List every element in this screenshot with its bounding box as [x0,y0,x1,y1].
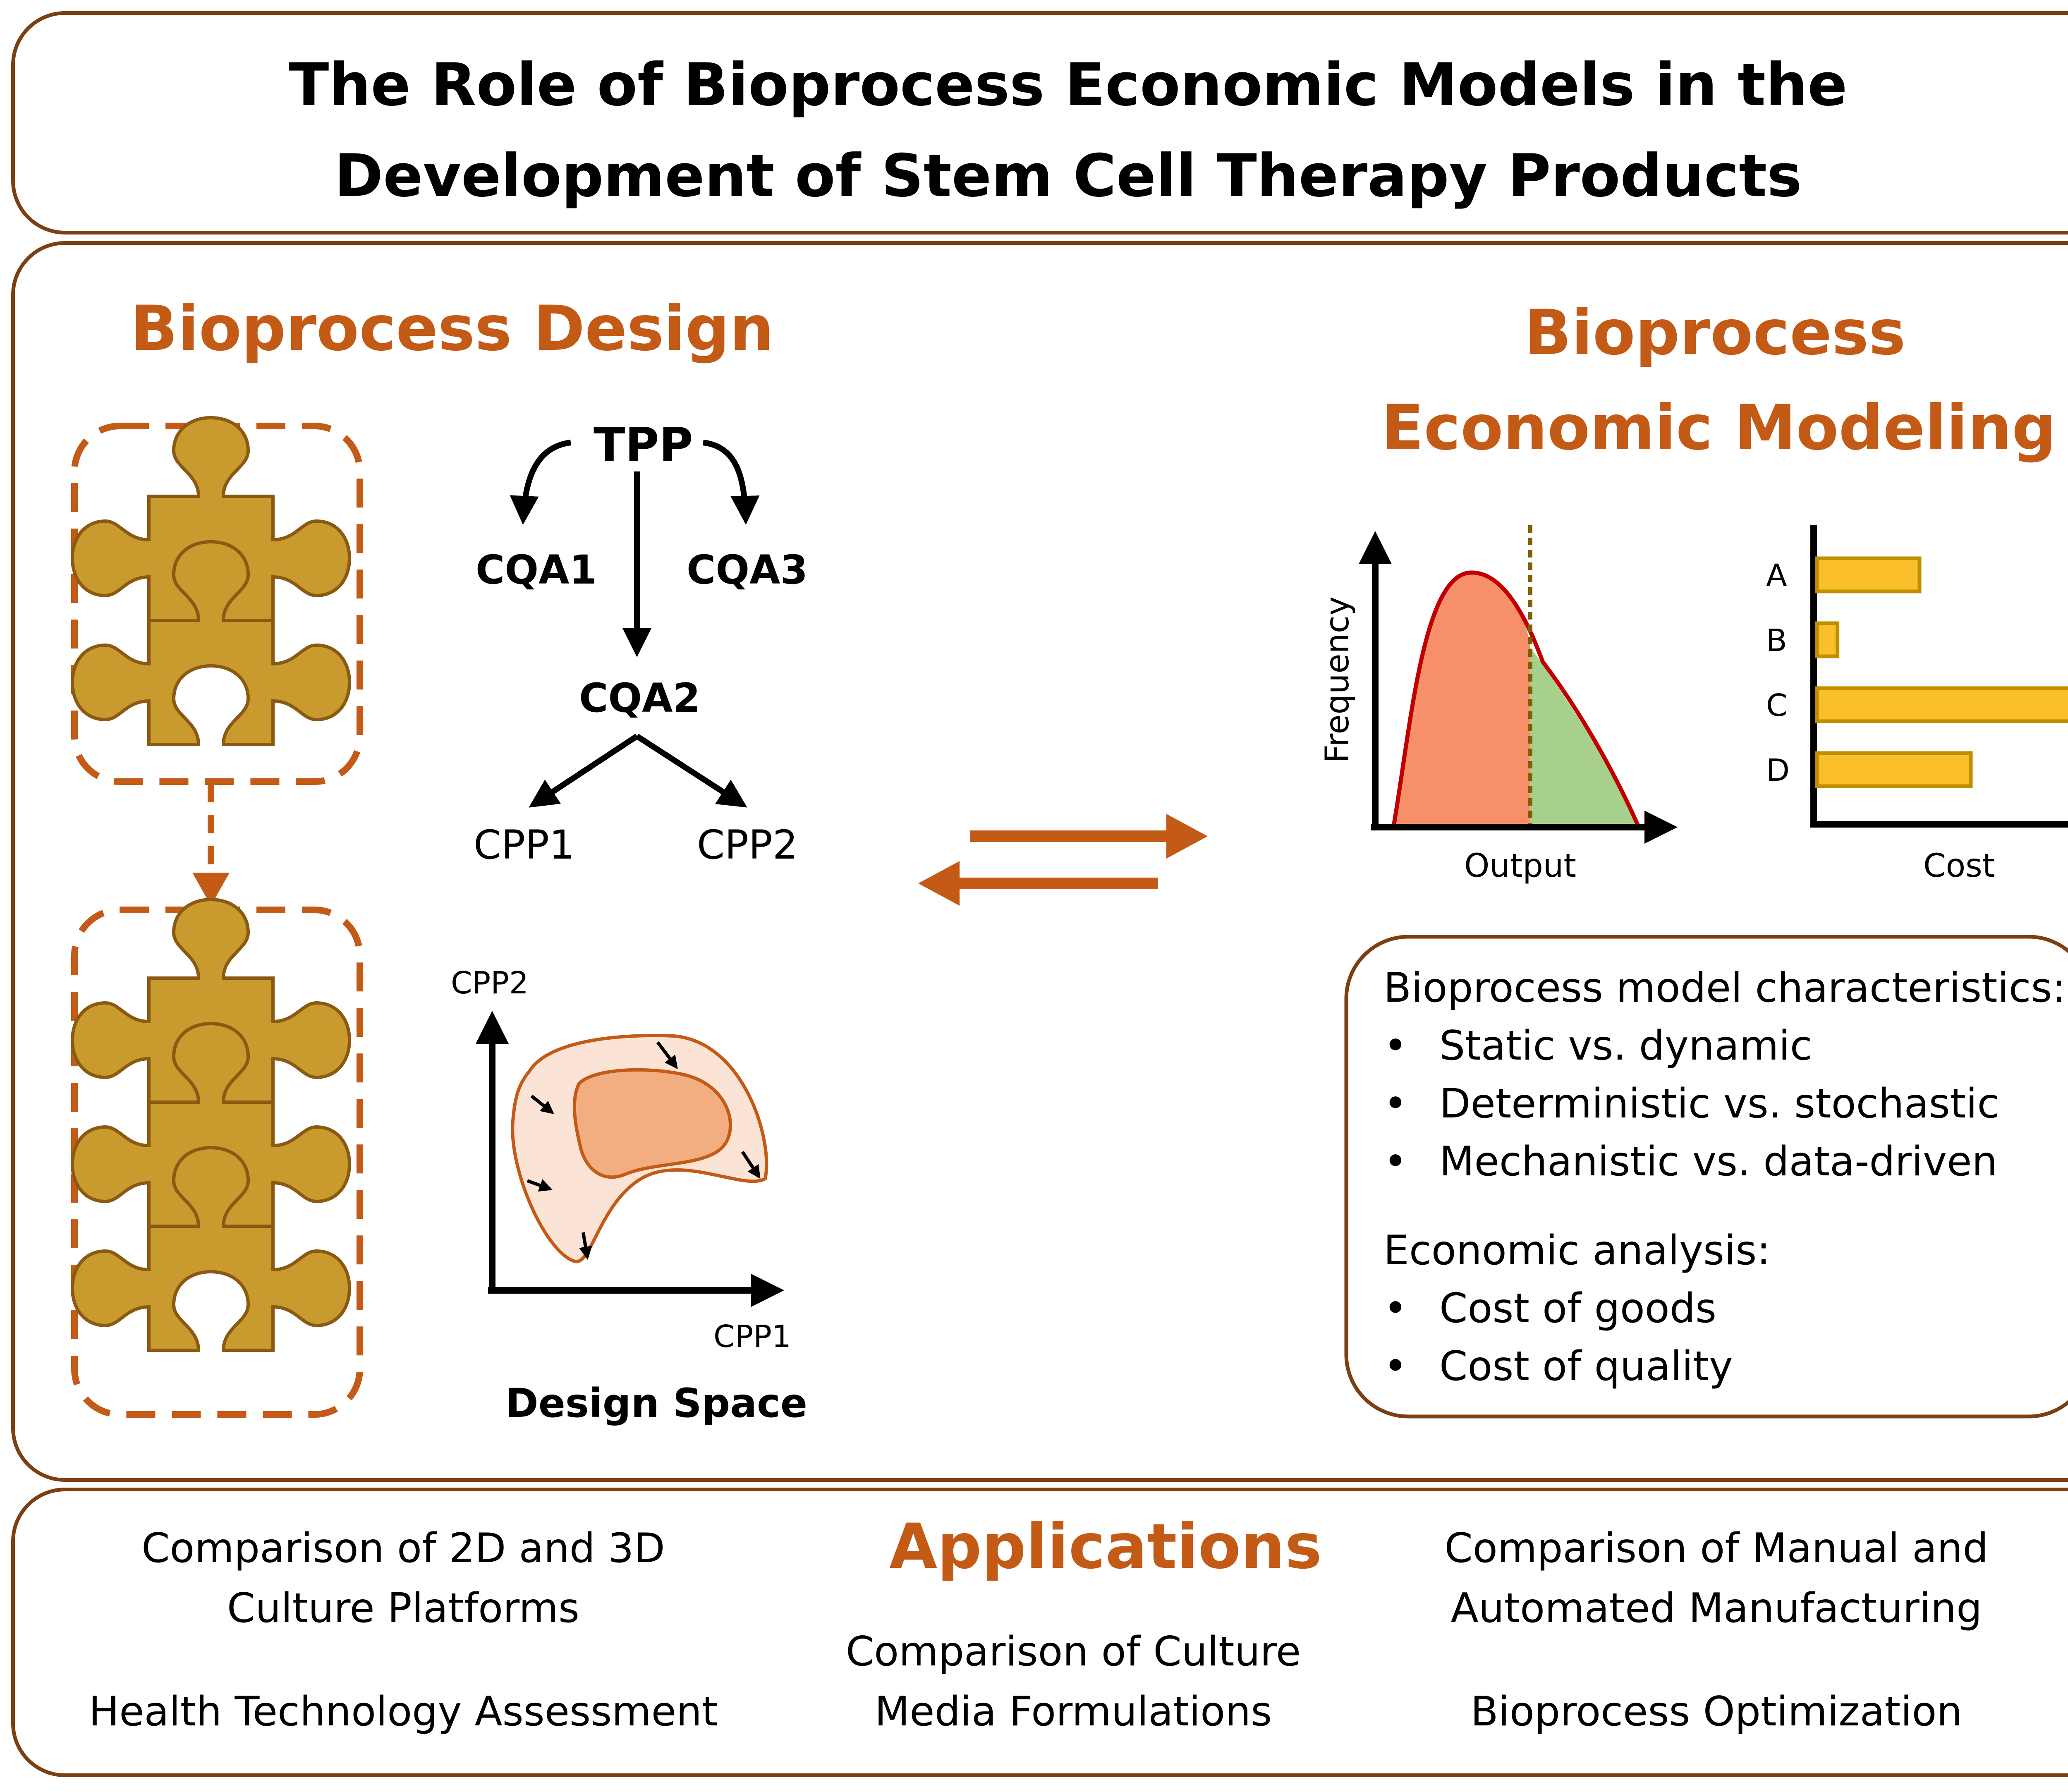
tpp-label: TPP [594,418,693,472]
app-manual-line1: Comparison of Manual and [1444,1525,1989,1572]
cpp2-label: CPP2 [697,822,798,868]
cost-bar-c [1815,686,2068,723]
cpp1-label: CPP1 [474,822,574,868]
analysis-item: Cost of quality [1439,1343,1733,1390]
economic-analysis-header: Economic analysis: [1383,1227,1771,1274]
bullet-icon: • [1383,1285,1407,1332]
cqa3-label: CQA3 [687,547,808,593]
cost-category-label: A [1766,558,1787,593]
app-media-line1: Comparison of Culture [845,1628,1301,1675]
cost-category-label: C [1766,688,1788,723]
cost-category-label: B [1766,623,1787,658]
characteristics-box [1344,935,2068,1419]
applications-heading: Applications [889,1511,1322,1583]
analysis-item: Cost of goods [1439,1285,1717,1332]
output-axis-label: Output [1464,847,1576,885]
characteristic-item: Mechanistic vs. data-driven [1439,1138,1998,1185]
bullet-icon: • [1383,1080,1407,1127]
title-panel [11,11,2068,234]
bullet-icon: • [1383,1138,1407,1185]
app-health-tech: Health Technology Assessment [89,1688,718,1735]
cqa1-label: CQA1 [476,547,597,593]
characteristic-item: Static vs. dynamic [1439,1022,1812,1069]
design-space-y-label: CPP2 [451,965,529,1001]
applications-panel [11,1488,2068,1777]
frequency-axis-label: Frequency [1319,596,1356,763]
cost-bar-chart [1810,525,2068,828]
figure-title-line1: The Role of Bioprocess Economic Models i… [289,51,1848,119]
cost-bar-b [1815,621,1840,658]
design-space-x-label: CPP1 [713,1319,791,1354]
figure-title-line2: Development of Stem Cell Therapy Product… [334,142,1802,210]
app-2d-3d-line1: Comparison of 2D and 3D [141,1525,665,1572]
puzzle-module-top [72,418,363,785]
puzzle-module-bottom [72,900,363,1418]
cost-category-label: D [1766,753,1790,788]
app-optimization: Bioprocess Optimization [1470,1688,1963,1735]
modeling-heading-line1: Bioprocess [1524,297,1906,369]
app-media-line2: Media Formulations [874,1688,1272,1735]
app-2d-3d-line2: Culture Platforms [227,1585,580,1632]
characteristic-item: Deterministic vs. stochastic [1439,1080,2000,1127]
cost-bar-d [1815,751,1973,788]
frequency-chart [1359,525,1678,844]
design-heading: Bioprocess Design [130,293,774,365]
characteristics-header: Bioprocess model characteristics: [1383,964,2066,1012]
modeling-heading-line2: Economic Modeling [1381,392,2056,464]
exchange-arrows [918,814,1208,906]
design-space-plot [476,1011,784,1307]
cost-bar-a [1815,556,1922,593]
app-manual-line2: Automated Manufacturing [1450,1585,1982,1632]
tpp-tree-arrows [510,440,760,808]
cqa2-label: CQA2 [579,675,701,721]
design-space-caption: Design Space [505,1380,807,1426]
dashed-connector-arrow [192,784,230,906]
bullet-icon: • [1383,1343,1407,1390]
bullet-icon: • [1383,1022,1407,1069]
cost-axis-label: Cost [1923,847,1995,885]
